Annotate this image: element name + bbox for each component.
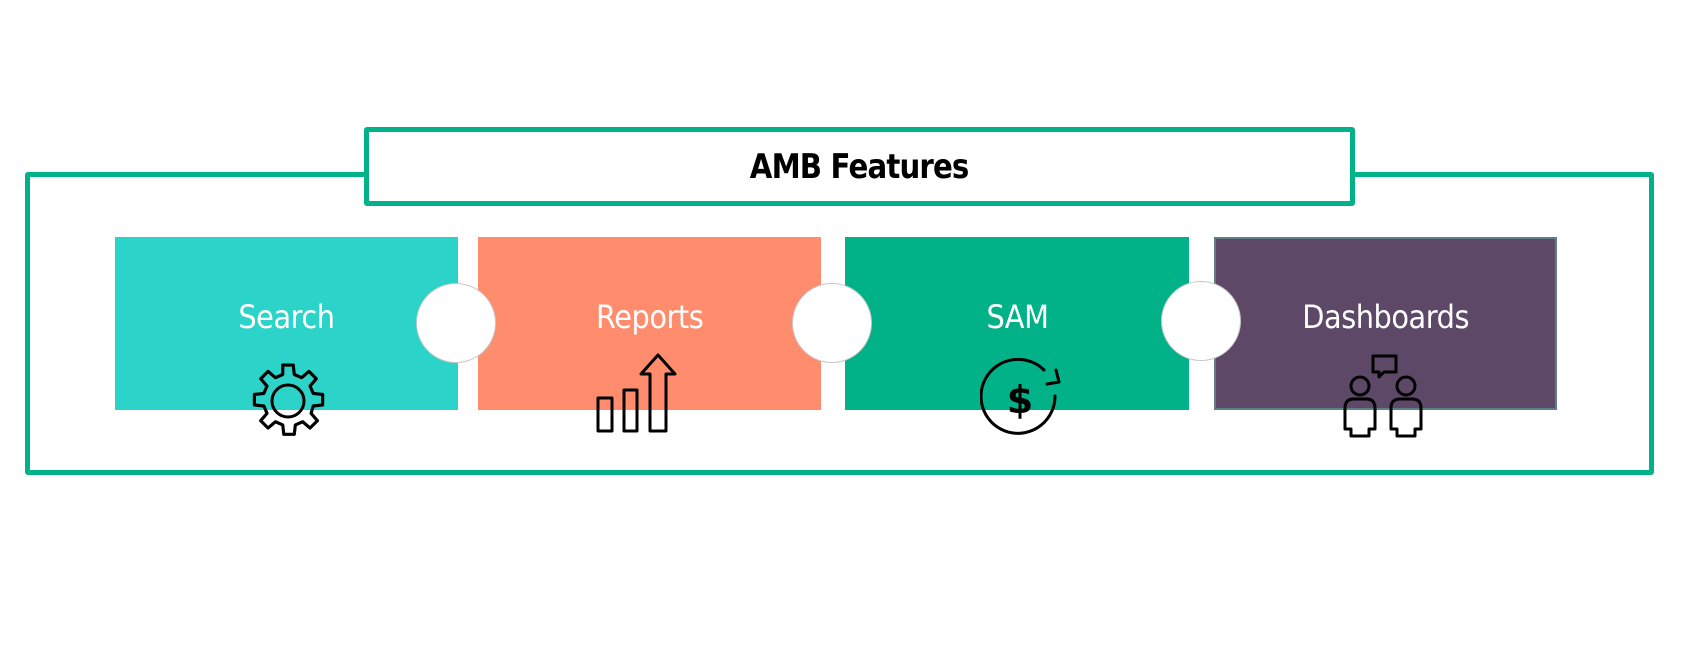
feature-label-dashboards: Dashboards <box>1302 298 1469 336</box>
feature-tile-dashboards: Dashboards <box>1214 237 1557 410</box>
title-box: AMB Features <box>364 127 1355 206</box>
feature-tile-search: Search <box>115 237 458 410</box>
connector-circle <box>1161 281 1241 361</box>
dollar-refresh-icon: $ <box>980 358 1064 442</box>
feature-label-search: Search <box>238 298 335 336</box>
connector-circle <box>792 283 872 363</box>
page-title: AMB Features <box>750 146 970 187</box>
feature-label-sam: SAM <box>985 298 1049 336</box>
people-chat-icon <box>1340 353 1430 439</box>
svg-text:$: $ <box>1007 378 1033 422</box>
gear-icon <box>246 358 330 442</box>
feature-tile-sam: SAM <box>845 237 1189 410</box>
feature-label-reports: Reports <box>595 298 704 336</box>
bar-chart-arrow-icon <box>593 352 677 436</box>
connector-circle <box>416 283 496 363</box>
